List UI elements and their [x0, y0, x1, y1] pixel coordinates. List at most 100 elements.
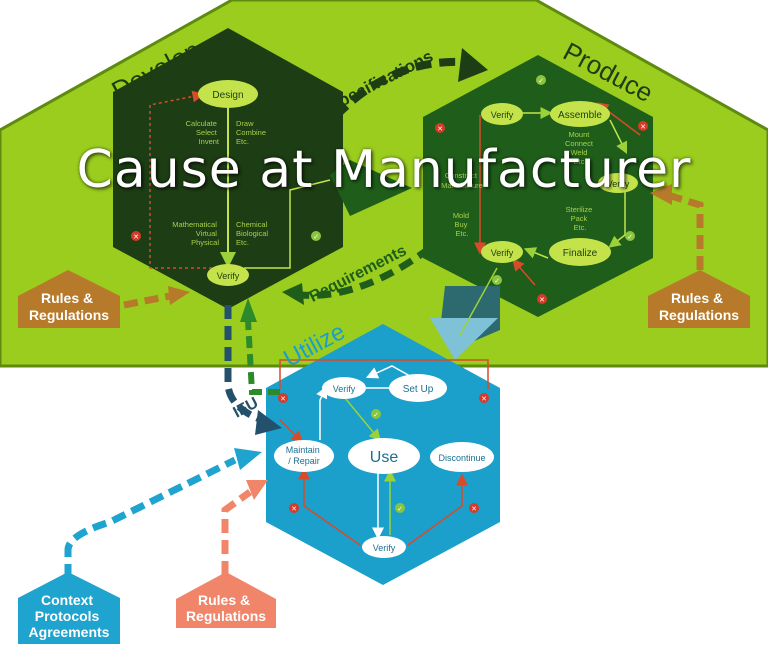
develop-left-bottom-2: Virtual: [196, 229, 217, 238]
produce-check-glyph-bottom: ✓: [494, 278, 500, 285]
produce-cross-glyph-right: ✕: [640, 124, 646, 131]
develop-verify-node: [207, 264, 249, 286]
utilize-discontinue-node: [430, 442, 494, 472]
utilize-check-icon-bottom: [395, 503, 405, 513]
utilize-discontinue-label: Discontinue: [438, 453, 485, 463]
specifications-arrowhead: [458, 48, 488, 82]
produce-cross-icon-bottom: [537, 294, 547, 304]
produce-finish-item-2: Pack: [571, 214, 588, 223]
produce-check-glyph-top: ✓: [538, 78, 544, 85]
develop-internals: Design Verify Calculate Select Invent Dr…: [131, 80, 331, 286]
produce-construct-sub-2: Buy: [454, 220, 467, 229]
svg-text:Chemical Biological: Chemical Biological Etc.: [236, 220, 270, 247]
context-line-2: Protocols: [35, 608, 100, 624]
develop-right-top-3: Etc.: [236, 137, 249, 146]
produce-finalize-label: Finalize: [563, 248, 598, 259]
rules-left-arrow: [123, 292, 171, 309]
produce-assemble-item-1: Mount: [569, 130, 591, 139]
produce-assemble-item-2: Connect: [565, 139, 594, 148]
feedback-arrowhead: [240, 298, 257, 322]
produce-internals: Verify Assemble Mount Connect Weld Etc. …: [435, 75, 648, 336]
develop-left-top-3: Invent: [199, 137, 220, 146]
context-arrowhead: [234, 448, 262, 470]
produce-verify-top-label: Verify: [491, 110, 514, 120]
produce-verify-top-node: [481, 103, 523, 125]
develop-verify-label: Verify: [217, 271, 240, 281]
rules-right-arrow: [666, 191, 704, 270]
rules-left-line-1: Rules &: [41, 290, 93, 306]
svg-text:Calculate Select I: Calculate Select Invent: [186, 119, 220, 146]
develop-right-top-2: Combine: [236, 128, 266, 137]
requirements-arrow: [299, 245, 433, 299]
produce-verify-right-label: Verify: [607, 179, 630, 189]
rules-left-line-2: Regulations: [29, 307, 109, 323]
svg-text:Rules & Regulations: Rules & Regulations: [186, 592, 266, 624]
utilize-setup-node: [389, 374, 447, 402]
utilize-use-label: Use: [370, 449, 399, 466]
utilize-cross-glyph-bottomleft: ✕: [291, 506, 297, 513]
context-line-3: Agreements: [29, 624, 110, 640]
develop-design-label: Design: [212, 90, 243, 101]
utilize-cross-icon-bottomleft: [289, 503, 299, 513]
overlay-title: Cause at Manufacturer: [76, 140, 692, 200]
develop-to-produce-arrow: [330, 160, 412, 216]
produce-finish-item-3: Etc.: [574, 223, 587, 232]
develop-right-bottom-3: Etc.: [236, 238, 249, 247]
utilize-cross-icon-bottomright: [469, 503, 479, 513]
produce-check-icon-bottom: [492, 275, 502, 285]
produce-verify-right-node: [598, 173, 638, 193]
rules-bottom-line-1: Rules &: [198, 592, 250, 608]
utilize-verify-top-label: Verify: [333, 384, 356, 394]
produce-construct-sub-3: Etc.: [456, 229, 469, 238]
produce-construct-item-1: Construct: [445, 171, 478, 180]
develop-check-glyph: ✓: [313, 234, 319, 241]
produce-assemble-item-4: Etc.: [574, 157, 587, 166]
context-arrow: [64, 456, 237, 578]
produce-assemble-node: [550, 101, 610, 127]
produce-cross-icon-right: [638, 121, 648, 131]
develop-cross-glyph: ✕: [133, 234, 139, 241]
utilize-cross-icon-topleft: [278, 393, 288, 403]
utilize-maintain-node: [274, 440, 334, 472]
produce-verify-bottom-node: [481, 241, 523, 263]
svg-text:Draw Combine Etc.: Draw Combine Etc.: [236, 119, 268, 146]
utilize-verify-bottom-node: [362, 536, 406, 558]
utilize-setup-label: Set Up: [403, 384, 434, 395]
produce-to-utilize-arrowhead: [430, 318, 498, 360]
context-box: Context Protocols Agreements: [18, 572, 120, 644]
develop-right-top-1: Draw: [236, 119, 254, 128]
rules-right-box: Rules & Regulations: [648, 270, 750, 328]
svg-text:Context Protocols: Context Protocols Agreements: [29, 592, 110, 640]
develop-left-bottom-1: Mathematical: [172, 220, 217, 229]
rules-left-box: Rules & Regulations: [18, 270, 120, 328]
utilize-maintain-label-2: / Repair: [288, 456, 320, 466]
develop-cross-icon: [131, 231, 141, 241]
develop-check-icon: [311, 231, 321, 241]
produce-finalize-node: [549, 238, 611, 266]
produce-assemble-item-3: Weld: [570, 148, 587, 157]
feedback-arrow: [245, 319, 280, 395]
svg-text:Rules & Regulations: Rules & Regulations: [29, 290, 109, 323]
utilize-check-glyph-bottom: ✓: [397, 506, 403, 513]
requirements-arrowhead: [282, 283, 304, 305]
utilize-verify-bottom-label: Verify: [373, 543, 396, 553]
rules-bottom-box: Rules & Regulations: [176, 572, 276, 628]
rules-right-line-2: Regulations: [659, 307, 739, 323]
produce-cross-glyph-left: ✕: [437, 126, 443, 133]
rules-bottom-line-2: Regulations: [186, 608, 266, 624]
utilize-check-glyph-top: ✓: [373, 412, 379, 419]
rules-right-arrowhead: [650, 184, 672, 205]
utilize-cross-icon-topright: [479, 393, 489, 403]
utilize-maintain-label-1: Maintain: [286, 445, 320, 455]
utilize-cross-glyph-bottomright: ✕: [471, 506, 477, 513]
produce-finish-item-1: Sterilize: [566, 205, 593, 214]
rules-bottom-arrow: [221, 489, 253, 575]
svg-text:Construct Manufacture: Construct Manufacture: [441, 171, 483, 190]
svg-text:Maintain / Repair: Maintain / Repair: [286, 445, 323, 466]
develop-right-bottom-2: Biological: [236, 229, 268, 238]
svg-text:Sterilize Pack Etc: Sterilize Pack Etc.: [566, 205, 595, 232]
utilize-check-icon-top: [371, 409, 381, 419]
context-line-1: Context: [41, 592, 93, 608]
